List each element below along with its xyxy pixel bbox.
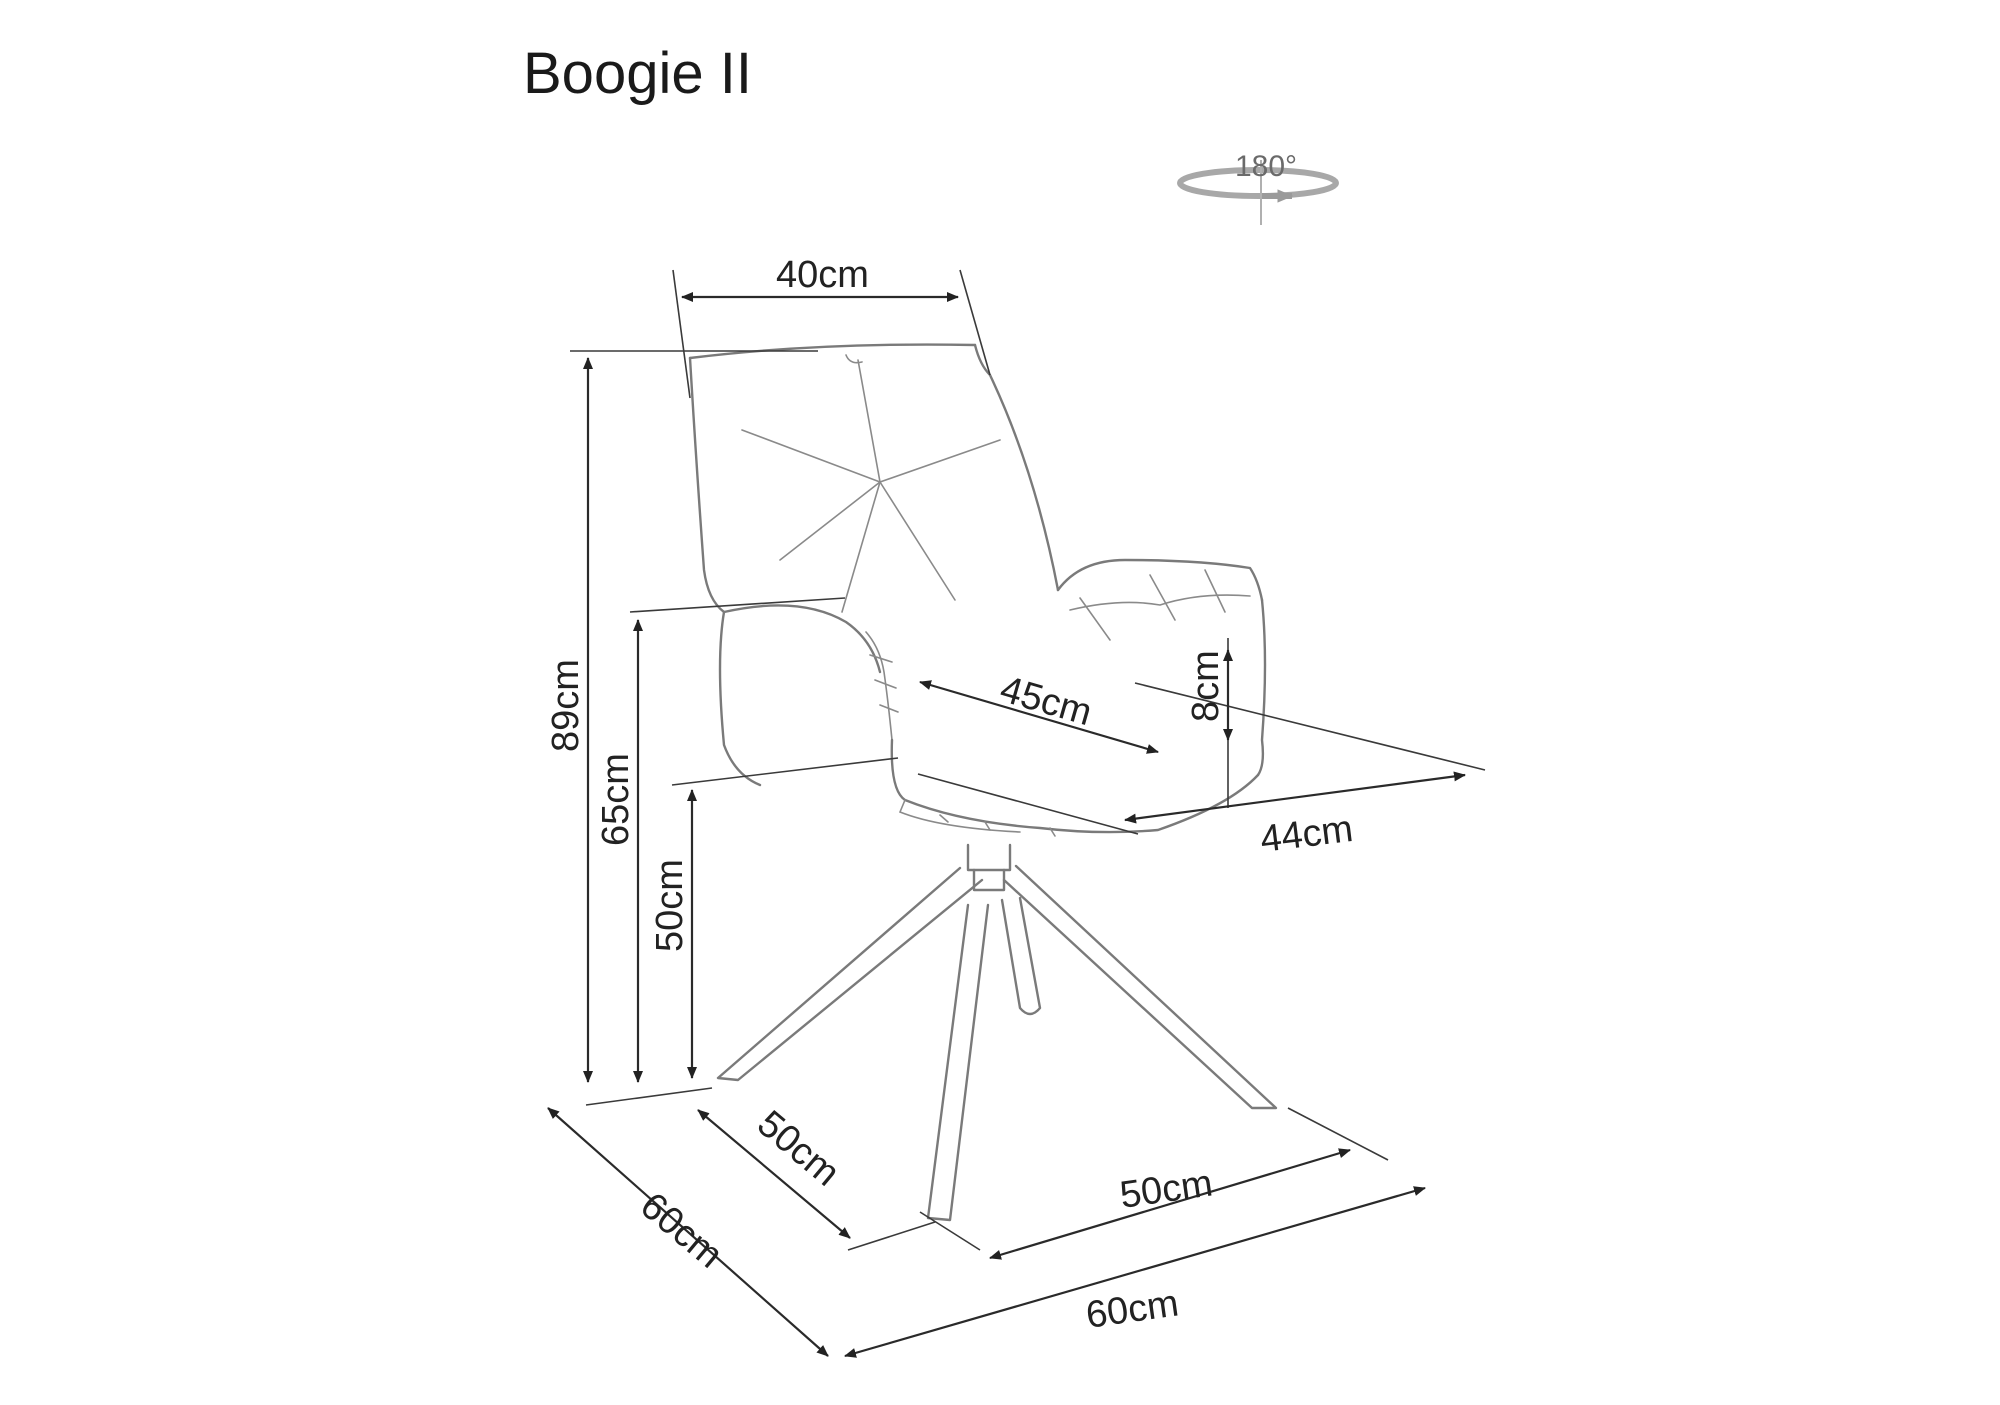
- chair-outline: [688, 343, 1278, 1222]
- label-seat-height: 50cm: [649, 859, 691, 952]
- extension-lines: [570, 269, 1486, 1251]
- label-armrest-height: 65cm: [595, 753, 637, 846]
- label-base-width: 50cm: [1117, 1162, 1215, 1217]
- rotation-icon: 180°: [1177, 150, 1339, 225]
- label-base-depth: 50cm: [749, 1103, 847, 1195]
- label-seat-width: 44cm: [1258, 808, 1355, 861]
- dim-line-overall-width: [844, 1186, 1426, 1358]
- dim-line-seat-width: [1124, 771, 1466, 824]
- dimension-lines: [547, 292, 1466, 1358]
- label-armrest-thickness: 8cm: [1185, 650, 1227, 722]
- label-back-width: 40cm: [776, 254, 869, 296]
- label-overall-depth: 60cm: [632, 1185, 730, 1277]
- product-title: Boogie II: [523, 41, 752, 106]
- dim-line-overall-depth: [547, 1107, 829, 1357]
- rotation-label: 180°: [1235, 150, 1297, 183]
- label-total-height: 89cm: [545, 659, 587, 752]
- label-overall-width: 60cm: [1083, 1282, 1181, 1337]
- label-seat-depth: 45cm: [996, 668, 1097, 734]
- dim-line-seat-depth: [919, 680, 1159, 754]
